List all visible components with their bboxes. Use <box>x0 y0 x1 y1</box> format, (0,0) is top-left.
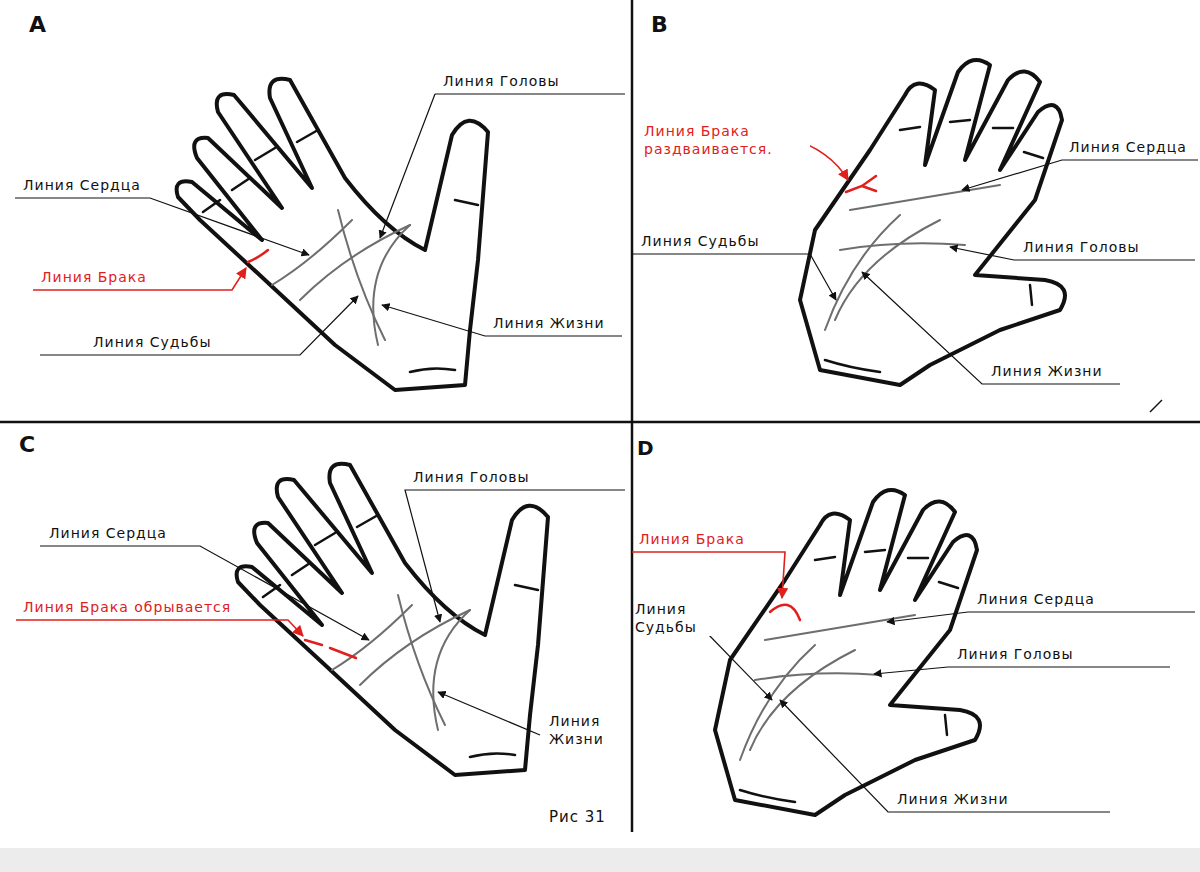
panel-divider <box>0 421 1200 424</box>
hand-outline <box>177 79 488 390</box>
head-line <box>360 610 470 685</box>
leader-line <box>780 700 1110 812</box>
panel-letter: A <box>28 12 47 38</box>
marriage-line-label: Линия Брака <box>638 530 746 548</box>
palm-line-label: Линия Головы <box>1022 238 1141 256</box>
heart-line <box>272 220 352 285</box>
palm-line-label: Линия Головы <box>412 468 531 486</box>
palm-line-label: Линия Сердца <box>22 176 142 194</box>
leader-line <box>706 632 772 700</box>
marriage-line <box>770 605 800 620</box>
heart-line <box>332 605 412 670</box>
leader-line <box>862 272 1120 384</box>
panel-letter: C <box>18 432 36 458</box>
palm-line-label: Линия Головы <box>442 72 561 90</box>
palm-line-label: Линия Сердца <box>1068 138 1188 156</box>
finger-creases <box>203 130 478 372</box>
finger-creases <box>825 120 1043 372</box>
palm-line-label: Линия Судьбы <box>640 232 760 250</box>
panel-letter: B <box>650 12 669 38</box>
heart-line <box>765 615 915 640</box>
leader-line <box>874 667 1170 674</box>
leader-line <box>33 268 246 290</box>
leader-line <box>438 692 540 735</box>
head-line <box>840 243 965 250</box>
palm-line-label: Линия Судьбы <box>92 333 212 351</box>
palm-line-label: Линия Жизни <box>492 314 606 332</box>
life-line <box>740 645 815 760</box>
leader-line <box>632 552 785 598</box>
leader-line <box>887 612 1195 622</box>
panel-letter: D <box>636 436 655 460</box>
marriage-line <box>305 640 356 658</box>
leader-line <box>633 254 836 300</box>
pen-tick <box>1150 400 1162 412</box>
palm-line-label: Линия Жизни <box>990 362 1104 380</box>
fate-line <box>750 650 855 750</box>
marriage-line <box>846 176 876 192</box>
finger-creases <box>263 515 538 757</box>
leader-line <box>382 305 622 336</box>
figure-number: Рис 31 <box>548 808 607 827</box>
leader-line <box>405 490 625 622</box>
marriage-line-label: Линия Брака <box>40 268 148 286</box>
head-line <box>755 673 880 680</box>
hand-a <box>177 79 488 390</box>
palm-line-label: Линия Сердца <box>48 524 168 542</box>
leader-line <box>15 198 309 255</box>
palm-line-label: Линия Жизни <box>896 790 1010 808</box>
hand-outline <box>715 490 980 815</box>
leader-line <box>962 160 1198 190</box>
leader-line <box>40 296 358 355</box>
palm-line-label: Линия Судьбы <box>634 600 714 636</box>
finger-creases <box>740 550 958 802</box>
palm-line-label: Линия Жизни <box>548 712 622 748</box>
palm-line-label: Линия Головы <box>956 645 1075 663</box>
hand-b <box>800 60 1065 385</box>
palm-line-label: Линия Сердца <box>976 590 1096 608</box>
fate-line <box>338 210 385 340</box>
leader-line <box>380 94 625 238</box>
hand-d <box>715 490 980 815</box>
marriage-line-label: Линия Брака раздваивается. <box>643 122 810 158</box>
fate-line <box>835 220 940 320</box>
marriage-line-label: Линия Брака обрывается <box>22 598 232 616</box>
marriage-line <box>248 250 268 262</box>
scan-margin <box>0 848 1200 872</box>
hand-outline <box>800 60 1065 385</box>
leader-line <box>16 620 303 636</box>
panel-divider <box>631 0 634 832</box>
head-line <box>300 225 410 300</box>
leader-line <box>40 546 369 640</box>
